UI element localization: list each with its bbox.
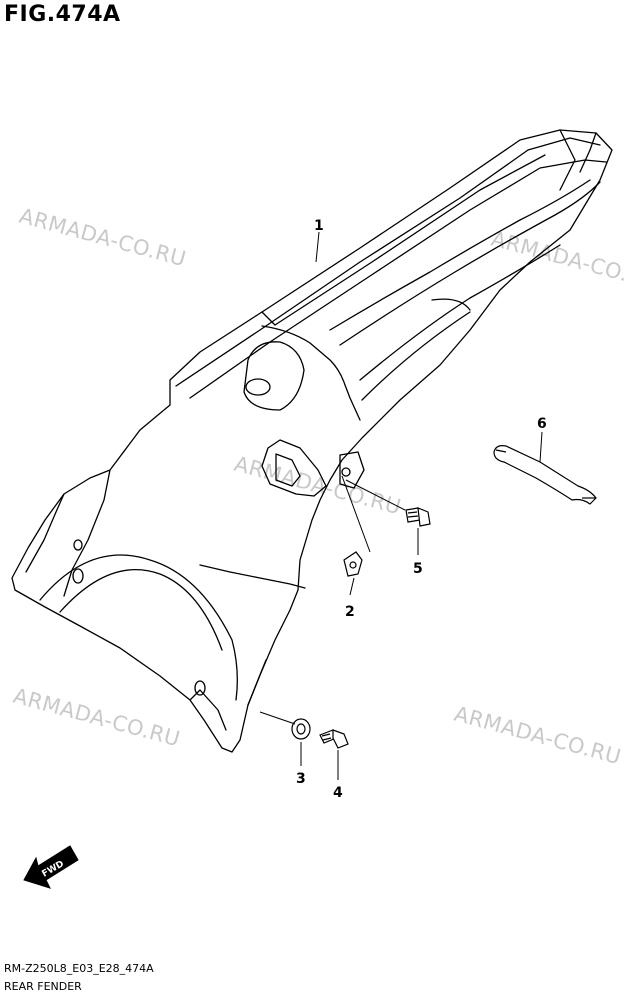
callout-6: 6 <box>537 416 547 432</box>
bolt-part <box>405 507 431 527</box>
fender-strap-part <box>493 445 597 505</box>
figure-name: REAR FENDER <box>4 980 82 993</box>
callout-1: 1 <box>314 218 324 234</box>
figure-title: FIG.474A <box>4 2 121 27</box>
watermark: ARMADA-CO.RU <box>17 204 189 272</box>
watermark: ARMADA-CO.RU <box>452 702 624 770</box>
washer-part <box>291 718 311 740</box>
watermarks: ARMADA-CO.RU ARMADA-CO.RU ARMADA-CO.RU A… <box>11 204 626 770</box>
nut-clip-part <box>343 551 363 577</box>
callout-2: 2 <box>345 604 355 620</box>
watermark: ARMADA-CO.RU <box>489 227 626 295</box>
callout-3: 3 <box>296 771 306 787</box>
watermark: ARMADA-CO.RU <box>232 452 404 520</box>
callout-4: 4 <box>333 785 343 801</box>
figure-code: RM-Z250L8_E03_E28_474A <box>4 962 154 975</box>
rear-fender-part <box>11 129 613 753</box>
watermark: ARMADA-CO.RU <box>11 684 183 752</box>
bolt-part <box>319 729 349 749</box>
fwd-arrow-icon: FWD <box>23 845 79 889</box>
callouts: 1 2 3 4 5 6 <box>296 218 547 801</box>
callout-5: 5 <box>413 561 423 577</box>
leader-lines <box>259 231 543 780</box>
